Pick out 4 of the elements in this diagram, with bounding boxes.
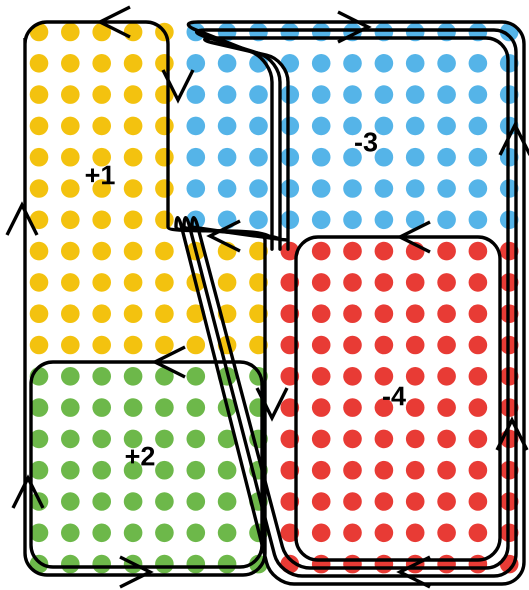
winding-number: +2 — [126, 446, 154, 466]
winding-number: -4 — [383, 386, 406, 406]
winding-number: +1 — [86, 166, 115, 184]
winding-number: -3 — [355, 132, 378, 152]
